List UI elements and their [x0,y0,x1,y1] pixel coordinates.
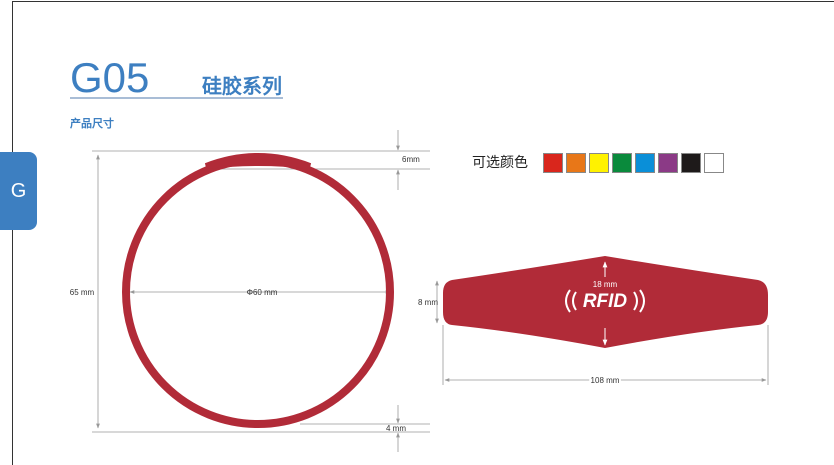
frame-line-top [12,1,834,2]
color-swatch[interactable] [612,153,632,173]
section-title: 产品尺寸 [70,118,114,130]
color-swatch[interactable] [658,153,678,173]
dim-top-label: 6mm [402,155,420,164]
color-swatch[interactable] [543,153,563,173]
color-swatch[interactable] [566,153,586,173]
dim-diameter-label: Φ60 mm [247,288,278,297]
section-tab[interactable]: G [0,152,37,230]
dim-bottom-label: 4 mm [386,424,406,433]
dim-band-end-label: 8 mm [418,298,438,307]
color-swatch[interactable] [681,153,701,173]
color-swatches [543,153,724,173]
flat-band [443,256,768,348]
color-swatch[interactable] [635,153,655,173]
dim-length-label: 108 mm [591,376,620,385]
dim-height-label: 65 mm [70,288,95,297]
model-title: G05 [70,54,150,101]
frame-line-left [12,1,13,465]
tab-letter: G [10,179,27,202]
color-swatch[interactable] [589,153,609,173]
series-title: 硅胶系列 [202,76,282,98]
dim-band-mid-label: 18 mm [593,280,618,289]
rfid-logo: RFID [583,291,628,312]
colors-label: 可选颜色 [472,154,528,170]
color-swatch[interactable] [704,153,724,173]
wristband-top-chip [204,153,312,169]
title-underline [70,97,283,99]
